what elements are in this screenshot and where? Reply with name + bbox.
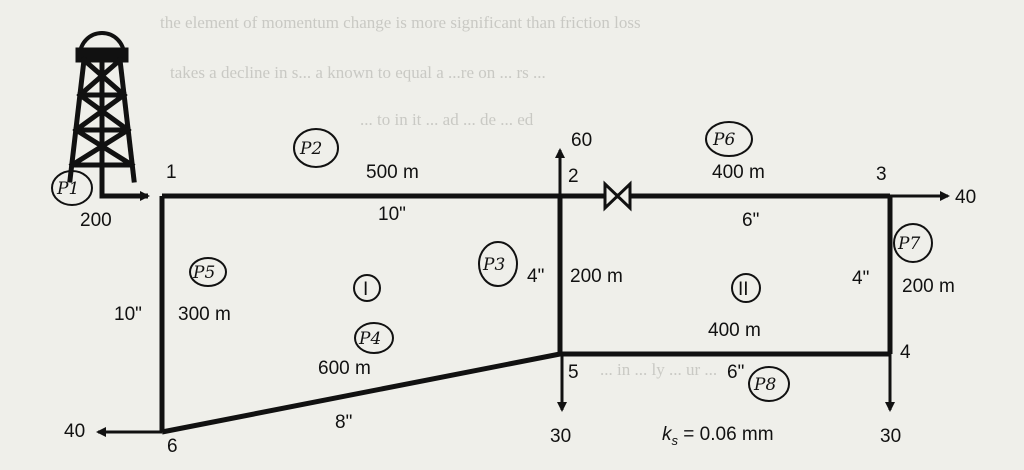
pipe-1-2-length: 500 m xyxy=(366,162,419,183)
well-tower-icon xyxy=(67,31,137,193)
tag-p4-circle xyxy=(354,322,394,354)
tag-p7-text: P7 xyxy=(897,234,920,254)
pipe-4-5-diameter: 6" xyxy=(727,362,744,383)
tag-p3-circle xyxy=(478,241,518,287)
outflow-2-value: 60 xyxy=(571,130,592,151)
pipe-6-5 xyxy=(161,351,561,435)
node-1-label: 1 xyxy=(166,162,177,183)
tag-p3-text: P3 xyxy=(482,255,505,275)
pipe-labels: 500 m 10" 400 m 6" 200 m 4" 400 m 6" 200… xyxy=(114,162,955,433)
tag-p2-circle xyxy=(293,128,339,168)
loop-2-label: II xyxy=(738,279,749,300)
loop-2-circle xyxy=(731,273,761,303)
background-text: the element of momentum change is more s… xyxy=(160,13,717,379)
inflow-value: 200 xyxy=(80,210,112,231)
node-labels: 1 2 3 4 5 6 xyxy=(166,162,911,457)
tag-p6-circle xyxy=(705,121,753,157)
roughness-note: ks = 0.06 mm xyxy=(662,424,774,448)
loop-1-circle xyxy=(353,274,381,302)
pipe-1-2-diameter: 10" xyxy=(378,204,406,225)
roughness-k: k xyxy=(662,424,673,445)
tag-p1-text: P1 xyxy=(56,179,79,199)
tag-p8-circle xyxy=(748,366,790,402)
outflow-5-value: 30 xyxy=(550,426,571,447)
roughness-value: = 0.06 mm xyxy=(678,424,774,445)
tag-p4-text: P4 xyxy=(358,329,381,349)
bg-line-3: ... to in it ... ad ... de ... ed xyxy=(360,110,534,129)
tag-p7-circle xyxy=(893,223,933,263)
pipe-2-3-length: 400 m xyxy=(712,162,765,183)
roughness-subscript: s xyxy=(672,433,679,448)
outflow-6-value: 40 xyxy=(64,421,85,442)
well-outlet-pipe xyxy=(99,190,150,201)
pipe-3-4-diameter: 4" xyxy=(852,268,869,289)
tag-p5-text: P5 xyxy=(192,263,215,283)
bg-line-4: ... in ... ly ... ur ... xyxy=(600,360,717,379)
pipe-3-4-length: 200 m xyxy=(902,276,955,297)
node-4-label: 4 xyxy=(900,342,911,363)
valve-icon xyxy=(603,180,632,212)
bg-line-1: the element of momentum change is more s… xyxy=(160,13,641,32)
flow-arrows xyxy=(96,148,950,437)
pipe-2-5-length: 200 m xyxy=(570,266,623,287)
tag-p6-text: P6 xyxy=(712,130,735,150)
node-3-label: 3 xyxy=(876,164,887,185)
pipe-6-5-length: 600 m xyxy=(318,358,371,379)
handwritten-tags xyxy=(51,121,933,402)
node-2-label: 2 xyxy=(568,166,579,187)
node-6-label: 6 xyxy=(167,436,178,457)
handwritten-tag-text: P1 P2 P3 P4 P5 P6 P7 P8 xyxy=(56,130,920,395)
tag-p5-circle xyxy=(189,257,227,287)
pipe-6-5-diameter: 8" xyxy=(335,412,352,433)
loop-1-label: I xyxy=(363,279,368,300)
node-5-label: 5 xyxy=(568,362,579,383)
loop-markers: I II xyxy=(353,273,761,303)
tag-p1-circle xyxy=(51,170,93,206)
bg-line-2: takes a decline in s... a known to equal… xyxy=(170,63,546,82)
flow-values: 200 60 40 30 30 40 xyxy=(64,130,976,447)
pipe-4-5-length: 400 m xyxy=(708,320,761,341)
tag-p2-text: P2 xyxy=(299,139,322,159)
outflow-3-value: 40 xyxy=(955,187,976,208)
pipe-2-3-diameter: 6" xyxy=(742,210,759,231)
pipe-1-6-diameter: 10" xyxy=(114,304,142,325)
pipe-2-5-diameter: 4" xyxy=(527,266,544,287)
tag-p8-text: P8 xyxy=(753,375,776,395)
outflow-4-value: 30 xyxy=(880,426,901,447)
pipe-1-6-length: 300 m xyxy=(178,304,231,325)
